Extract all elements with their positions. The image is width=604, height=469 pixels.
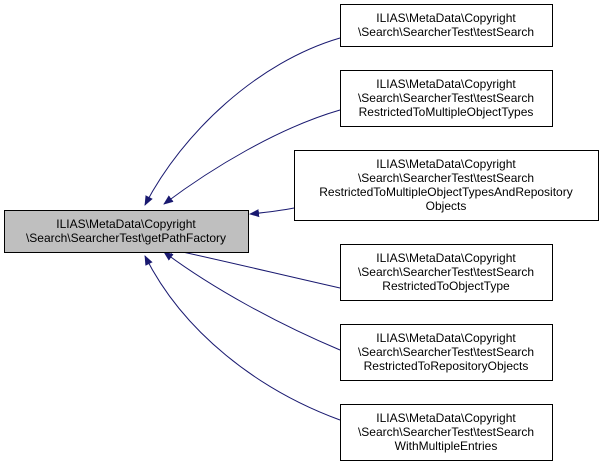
caller-node-6[interactable]: ILIAS\MetaData\Copyright\Search\Searcher… — [340, 404, 553, 461]
edge-caller-2-to-focus — [163, 109, 341, 205]
edge-caller-4-to-focus — [163, 245, 341, 289]
focus-node-getpathfactory-line-2: \Search\SearcherTest\getPathFactory — [26, 231, 226, 245]
caller-node-2-line-1: ILIAS\MetaData\Copyright — [376, 77, 516, 91]
caller-node-1[interactable]: ILIAS\MetaData\Copyright\Search\Searcher… — [340, 4, 553, 47]
caller-node-2-line-3: RestrictedToMultipleObjectTypes — [359, 105, 534, 119]
caller-node-4-box — [340, 244, 553, 301]
caller-node-3-line-4: Objects — [426, 199, 467, 213]
caller-node-3-box — [294, 150, 599, 221]
caller-node-4-line-1: ILIAS\MetaData\Copyright — [376, 251, 516, 265]
caller-node-3-line-1: ILIAS\MetaData\Copyright — [376, 157, 516, 171]
caller-node-5-line-2: \Search\SearcherTest\testSearch — [358, 345, 534, 359]
focus-node-getpathfactory[interactable]: ILIAS\MetaData\Copyright\Search\Searcher… — [4, 210, 249, 253]
caller-node-1-line-2: \Search\SearcherTest\testSearch — [358, 25, 534, 39]
edge-caller-6-to-focus — [144, 255, 341, 421]
focus-node-getpathfactory-box — [4, 210, 249, 253]
caller-node-4[interactable]: ILIAS\MetaData\Copyright\Search\Searcher… — [340, 244, 553, 301]
caller-node-1-box — [340, 4, 553, 47]
edge-caller-5-to-focus — [163, 251, 341, 351]
caller-node-6-line-1: ILIAS\MetaData\Copyright — [376, 411, 516, 425]
caller-node-5-line-1: ILIAS\MetaData\Copyright — [376, 331, 516, 345]
caller-node-3-line-3: RestrictedToMultipleObjectTypesAndReposi… — [319, 185, 572, 199]
caller-node-5-box — [340, 324, 553, 381]
caller-node-4-line-2: \Search\SearcherTest\testSearch — [358, 265, 534, 279]
caller-node-2-box — [340, 70, 553, 127]
focus-node-getpathfactory-line-1: ILIAS\MetaData\Copyright — [56, 217, 196, 231]
caller-node-6-box — [340, 404, 553, 461]
edges-group — [144, 37, 341, 421]
edge-caller-3-to-focus — [249, 207, 295, 218]
caller-node-6-line-3: WithMultipleEntries — [395, 439, 498, 453]
caller-node-6-line-2: \Search\SearcherTest\testSearch — [358, 425, 534, 439]
caller-node-1-line-1: ILIAS\MetaData\Copyright — [376, 11, 516, 25]
caller-node-2-line-2: \Search\SearcherTest\testSearch — [358, 91, 534, 105]
edge-caller-1-to-focus — [144, 37, 341, 206]
caller-node-5[interactable]: ILIAS\MetaData\Copyright\Search\Searcher… — [340, 324, 553, 381]
nodes-group: ILIAS\MetaData\Copyright\Search\Searcher… — [4, 4, 599, 461]
caller-node-4-line-3: RestrictedToObjectType — [382, 279, 510, 293]
caller-node-2[interactable]: ILIAS\MetaData\Copyright\Search\Searcher… — [340, 70, 553, 127]
caller-node-3-line-2: \Search\SearcherTest\testSearch — [358, 171, 534, 185]
caller-node-3[interactable]: ILIAS\MetaData\Copyright\Search\Searcher… — [294, 150, 599, 221]
caller-node-5-line-3: RestrictedToRepositoryObjects — [364, 359, 529, 373]
